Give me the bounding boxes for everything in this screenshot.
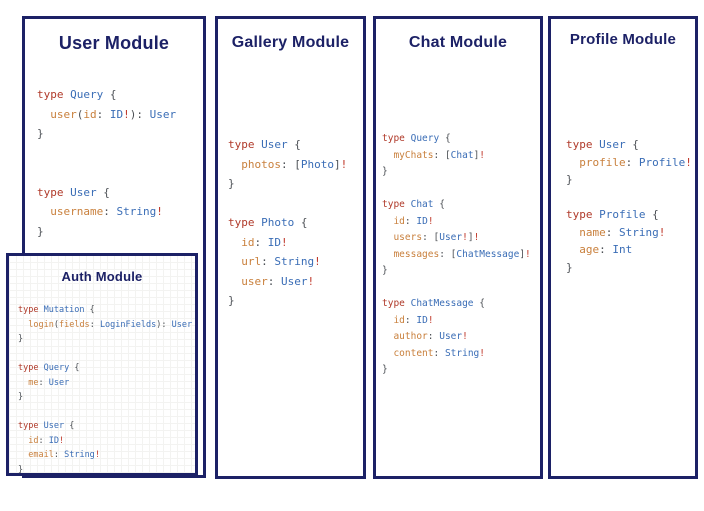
code-line: }: [566, 260, 573, 274]
code-line: }: [18, 464, 24, 475]
code-line: user: User!: [241, 274, 315, 288]
code-line: type Chat {: [382, 199, 445, 210]
code-line: type User {: [37, 185, 110, 199]
code-line: id: ID!: [241, 235, 288, 249]
code-line: [228, 194, 347, 214]
chat-module-title: Chat Module: [408, 34, 508, 51]
code-line: [18, 347, 192, 362]
code-line: }: [228, 177, 235, 190]
code-line: id: ID!: [393, 314, 434, 326]
code-line: }: [566, 173, 573, 186]
code-line: age: Int: [579, 243, 633, 256]
code-line: type Query {: [382, 133, 451, 144]
code-line: id: ID!: [28, 435, 65, 446]
code-line: }: [18, 334, 24, 344]
profile-module-panel: Profile Module type User { profile: Prof…: [548, 16, 698, 479]
code-line: [382, 280, 531, 297]
code-line: email: String!: [28, 450, 100, 460]
code-line: type ChatMessage {: [382, 298, 485, 309]
code-line: [37, 163, 176, 183]
code-line: name: String!: [579, 225, 666, 239]
auth-module-panel: Auth Module type Mutation { login(fields…: [6, 253, 198, 476]
code-line: type User {: [18, 421, 75, 431]
code-line: }: [382, 364, 388, 375]
user-module-code: type Query { user(id: ID!): User} type U…: [37, 85, 176, 241]
code-line: [382, 181, 531, 198]
auth-module-code: type Mutation { login(fields: LoginField…: [18, 303, 192, 477]
code-line: author: User!: [393, 331, 468, 342]
code-line: type Photo {: [228, 216, 308, 229]
auth-module-title: Auth Module: [61, 269, 143, 284]
code-line: user(id: ID!): User: [50, 107, 177, 121]
code-line: messages: [ChatMessage]!: [393, 248, 531, 260]
code-line: username: String!: [50, 205, 163, 218]
code-line: [37, 144, 176, 164]
code-line: [18, 405, 192, 420]
code-line: }: [382, 166, 388, 177]
code-line: users: [User!]!: [393, 232, 480, 243]
chat-module-panel: Chat Module type Query { myChats: [Chat]…: [373, 16, 543, 479]
user-module-title: User Module: [58, 33, 170, 53]
profile-module-code: type User { profile: Profile!} type Prof…: [566, 136, 692, 276]
code-line: content: String!: [393, 347, 486, 359]
code-line: type User {: [566, 138, 639, 151]
code-line: }: [37, 224, 44, 238]
profile-module-title: Profile Module: [569, 31, 677, 48]
gallery-module-title: Gallery Module: [231, 34, 350, 51]
code-line: login(fields: LoginFields): User: [28, 319, 193, 330]
code-line: }: [382, 265, 388, 276]
code-line: id: ID!: [393, 215, 434, 227]
code-line: [566, 189, 692, 207]
code-line: photos: [Photo]!: [241, 157, 348, 171]
code-line: type Query {: [18, 363, 80, 373]
code-line: type Profile {: [566, 208, 659, 221]
gallery-module-code: type User { photos: [Photo]!} type Photo…: [228, 135, 347, 311]
chat-module-code: type Query { myChats: [Chat]!} type Chat…: [382, 131, 531, 379]
code-line: }: [37, 127, 44, 140]
code-line: }: [18, 392, 24, 402]
code-line: type Mutation {: [18, 305, 95, 315]
code-line: me: User: [28, 377, 70, 388]
code-line: url: String!: [241, 255, 321, 268]
code-line: profile: Profile!: [579, 155, 692, 169]
code-line: }: [228, 294, 235, 307]
code-line: type Query {: [37, 88, 117, 101]
gallery-module-panel: Gallery Module type User { photos: [Phot…: [215, 16, 366, 479]
code-line: type User {: [228, 138, 301, 151]
code-line: myChats: [Chat]!: [393, 149, 486, 161]
